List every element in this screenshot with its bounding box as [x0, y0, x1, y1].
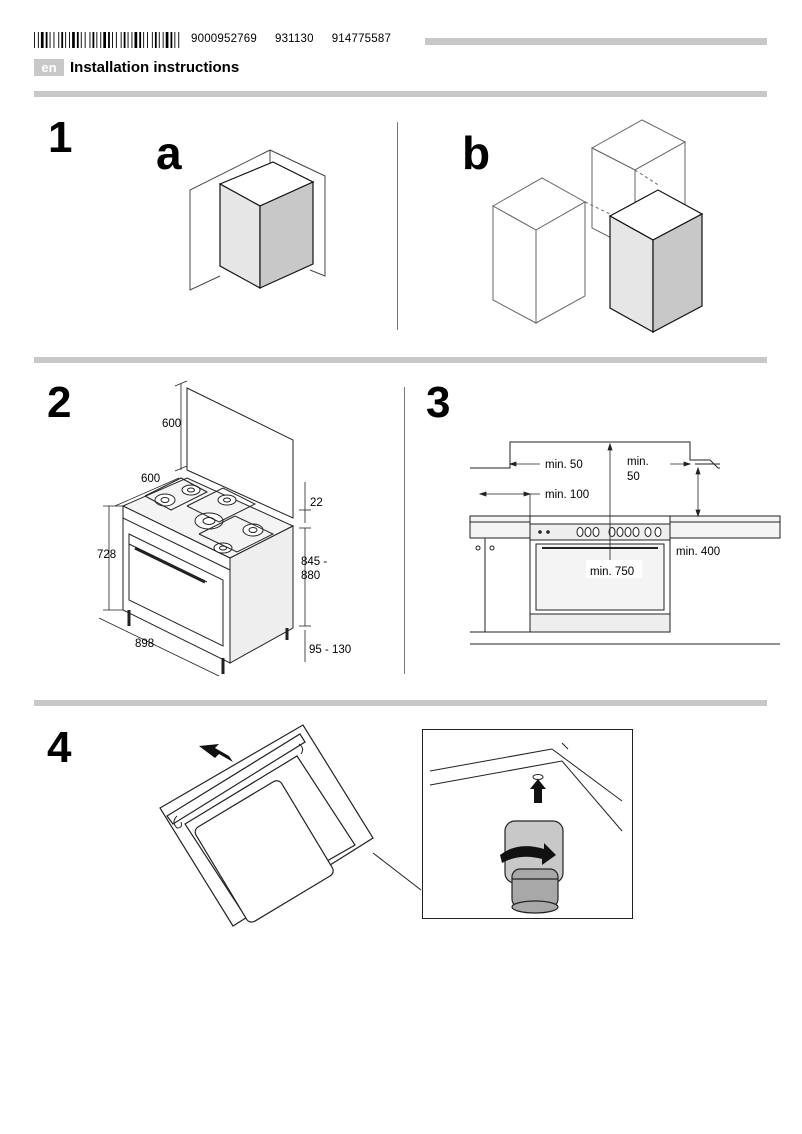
step-3-number: 3	[426, 378, 451, 427]
dim-depth: 600	[141, 473, 160, 485]
language-badge: en	[34, 59, 64, 76]
dim-feet: 95 - 130	[309, 644, 351, 656]
header-rule	[34, 91, 767, 97]
step-2-range-cooker-illustration: 600 600 728 898 22 845 - 880 95 - 130	[97, 380, 351, 677]
step-2-divider	[404, 387, 405, 674]
clearance-rear: min. 100	[545, 489, 589, 501]
dim-height: 728	[97, 549, 116, 561]
dim-height-range-2: 880	[301, 570, 320, 582]
step-1a-label: a	[156, 127, 182, 179]
dim-width: 898	[135, 638, 154, 650]
dim-lid-height: 600	[162, 418, 181, 430]
section-rule-3	[34, 700, 767, 706]
arrow-icon	[199, 744, 233, 762]
clearance-hood: min. 750	[590, 566, 634, 578]
step-4-tilted-cooker-illustration	[159, 724, 422, 927]
rotate-arrow-icon	[500, 843, 556, 865]
step-1a-illustration	[189, 149, 326, 291]
code-1: 9000952769	[191, 33, 257, 45]
step-2-number: 2	[47, 378, 72, 427]
document-codes: 9000952769 931130 914775587	[191, 33, 409, 45]
step-1-divider	[397, 122, 398, 330]
code-2: 931130	[274, 33, 314, 45]
clearance-side-right-1: min.	[627, 456, 649, 468]
step-4-foot-adjustment-detail	[422, 729, 633, 919]
step-1-number: 1	[48, 113, 73, 162]
dim-height-range-1: 845 -	[301, 556, 327, 568]
step-1b-illustration	[491, 119, 704, 334]
up-arrow-icon	[530, 779, 546, 803]
clearance-side-left: min. 50	[545, 459, 583, 471]
step-3-clearance-diagram: min. 50 min. 50 min. 100 min. 400 min. 7…	[469, 441, 781, 645]
clearance-side-right-2: 50	[627, 471, 640, 483]
dim-top: 22	[310, 497, 323, 509]
step-4-number: 4	[47, 723, 72, 772]
barcode	[34, 32, 180, 48]
clearance-above: min. 400	[676, 546, 720, 558]
section-rule-2	[34, 357, 767, 363]
code-3: 914775587	[331, 33, 392, 45]
page-title: Installation instructions	[70, 59, 240, 76]
header-rule-top	[425, 38, 767, 45]
step-1b-label: b	[462, 127, 491, 179]
